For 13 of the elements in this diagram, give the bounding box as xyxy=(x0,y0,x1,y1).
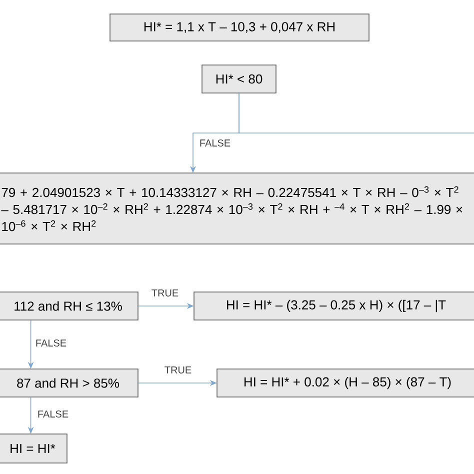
formula-box: HI = HI* xyxy=(0,434,68,464)
formula-box: 87 and RH > 85% xyxy=(0,368,138,398)
formula-box: HI = HI* – (3.25 – 0.25 x H) × ([17 – |T xyxy=(194,292,474,320)
edge-label: FALSE xyxy=(34,338,68,348)
formula-box: HI = HI* + 0.02 × (H – 85) × (87 – T) xyxy=(216,368,474,398)
formula-box: HI* < 80 xyxy=(202,64,276,94)
edge-label: FALSE xyxy=(198,138,232,148)
formula-box: HI* = 1,1 x T – 10,3 + 0,047 x RH xyxy=(110,14,370,42)
formula-box: 79 + 2.04901523 × T + 10.14333127 × RH – 0.22475541 × T × RH – 0$^{–3}$ × T$^{2}$ – 5.481717 × 10$^{–2}$ × RH$^{2}$ + 1.22874 × 10$^{–3}$ × T$^{2}$ × RH + $^{–4}$ × T × RH$^{2}$ – 1.99 × 10$^{–6}$ × T$^{2}$ × RH$^{2}$ xyxy=(0,172,474,244)
formula-box: 112 and RH ≤ 13% xyxy=(0,292,138,320)
edge-label: TRUE xyxy=(150,288,180,298)
edge-label: FALSE xyxy=(36,409,70,419)
edge-label: TRUE xyxy=(163,366,193,374)
